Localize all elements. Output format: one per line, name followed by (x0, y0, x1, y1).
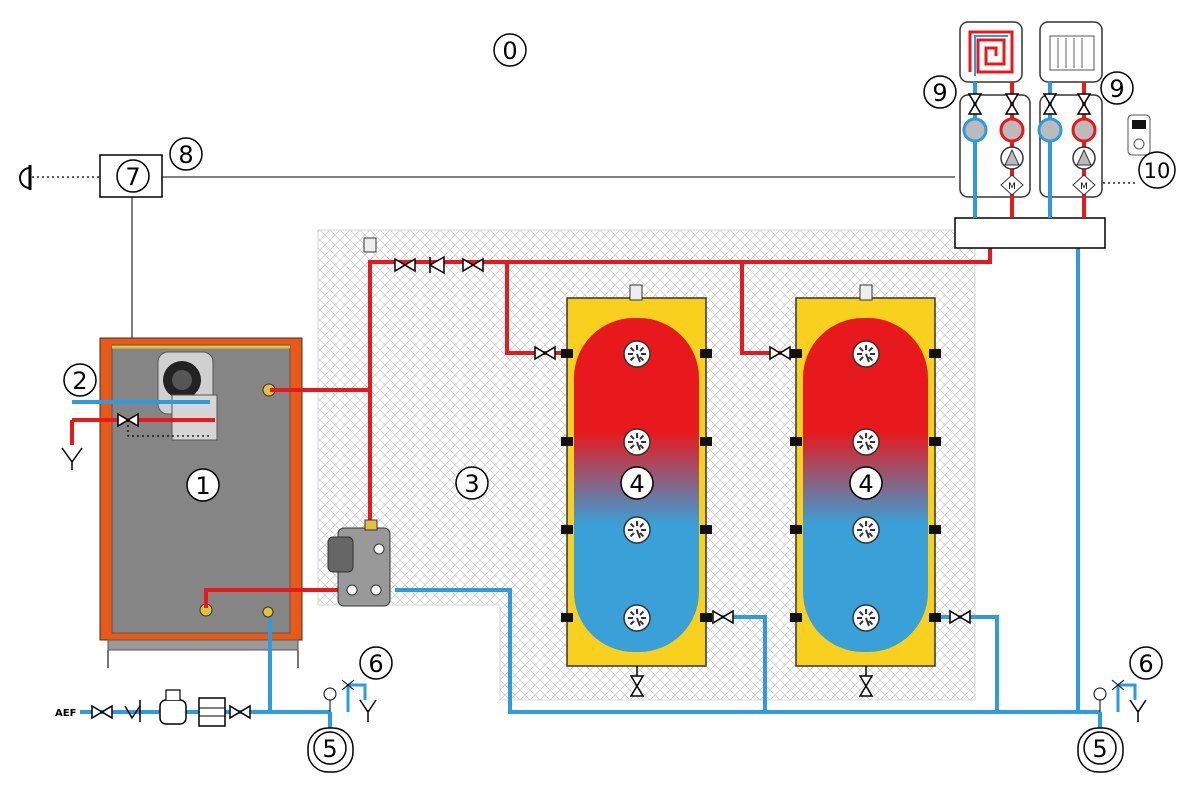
svg-text:2: 2 (72, 367, 87, 395)
return-main (395, 588, 1100, 714)
svg-text:7: 7 (125, 163, 140, 191)
radiator-icon (1039, 21, 1103, 83)
underfloor-heating-icon (959, 21, 1023, 83)
supply-label: AEF (55, 708, 76, 719)
svg-text:3: 3 (464, 470, 479, 498)
outdoor-sensor (19, 165, 32, 190)
svg-text:5: 5 (322, 735, 337, 763)
drain-funnel-left (61, 447, 83, 470)
svg-text:M: M (1080, 182, 1088, 192)
callout-4-tank1: 4 (620, 466, 654, 500)
callout-9-left: 9 (923, 75, 957, 109)
svg-text:9: 9 (932, 79, 947, 107)
loading-unit[interactable] (327, 519, 391, 607)
callout-8: 8 (169, 137, 203, 171)
air-vent (363, 237, 377, 253)
svg-text:6: 6 (1138, 650, 1153, 678)
check-valve[interactable] (428, 255, 445, 275)
feed-valve-2[interactable] (229, 705, 251, 719)
svg-text:4: 4 (858, 470, 873, 498)
callout-2: 2 (63, 363, 97, 397)
callout-5-left: 5 (313, 731, 347, 765)
callout-10: 10 (1138, 151, 1176, 189)
feed-filter (124, 700, 141, 722)
svg-text:10: 10 (1144, 159, 1171, 183)
boiler-return-red (204, 588, 340, 608)
callout-1: 1 (186, 468, 220, 502)
hydraulic-manifold (954, 217, 1106, 249)
feed-valve-1[interactable] (91, 705, 113, 719)
thermal-valve-sensor-line (127, 420, 212, 437)
svg-text:M: M (1008, 182, 1016, 192)
callout-6-left: 6 (359, 646, 393, 680)
callout-5-right: 5 (1083, 731, 1117, 765)
svg-text:5: 5 (1092, 735, 1107, 763)
cooling-coil-outlet (70, 418, 215, 445)
callout-7: 7 (116, 159, 150, 193)
svg-text:0: 0 (502, 37, 517, 65)
room-thermostat-icon (1127, 114, 1151, 156)
heating-circuit-group-2: M (1037, 82, 1103, 218)
svg-text:1: 1 (195, 472, 210, 500)
svg-text:9: 9 (1109, 75, 1124, 103)
callout-4-tank2: 4 (849, 466, 883, 500)
flow-riser (368, 245, 992, 390)
heating-circuit-group-1: M (959, 82, 1031, 218)
svg-text:4: 4 (629, 470, 644, 498)
callout-6-right: 6 (1129, 646, 1163, 680)
callout-9-right: 9 (1100, 71, 1134, 105)
callout-3: 3 (455, 466, 489, 500)
water-meter (198, 697, 226, 727)
pressure-reducer (159, 689, 187, 725)
svg-text:6: 6 (368, 650, 383, 678)
svg-text:8: 8 (178, 141, 193, 169)
callout-0: 0 (493, 33, 527, 67)
